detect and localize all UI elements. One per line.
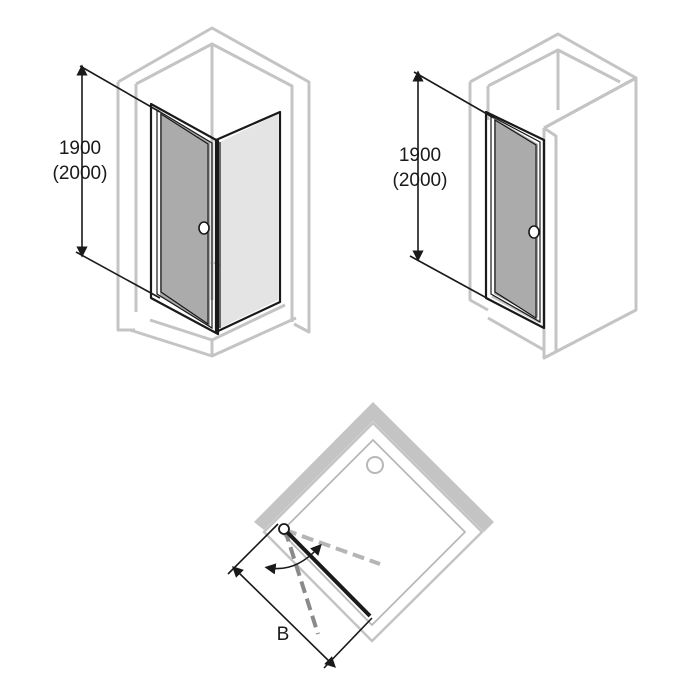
corner-height-label: 1900: [59, 138, 101, 159]
corner-height-alt-label: (2000): [53, 163, 108, 184]
niche-height-dimension: 1900 (2000): [393, 70, 495, 303]
niche-height-alt-label: (2000): [393, 170, 448, 191]
front-pivot-door: [149, 102, 220, 336]
corner-enclosure-view: 1900 (2000): [53, 26, 311, 358]
niche-height-label: 1900: [399, 145, 441, 166]
niche-enclosure-view: 1900 (2000): [393, 32, 638, 360]
niche-door-handle-icon: [528, 225, 540, 239]
corner-walls: [116, 26, 311, 358]
plan-width-dimension: B: [227, 523, 373, 669]
shower-tray: [262, 421, 484, 643]
door-handle-icon: [198, 221, 210, 235]
plan-width-label: B: [277, 624, 290, 645]
niche-pivot-door: [484, 110, 546, 330]
plan-view: B: [227, 402, 494, 669]
corner-height-dimension: 1900 (2000): [53, 64, 161, 299]
pivot-point-icon: [278, 523, 290, 535]
drain-icon: [366, 456, 384, 474]
side-fixed-panel: [214, 110, 282, 334]
